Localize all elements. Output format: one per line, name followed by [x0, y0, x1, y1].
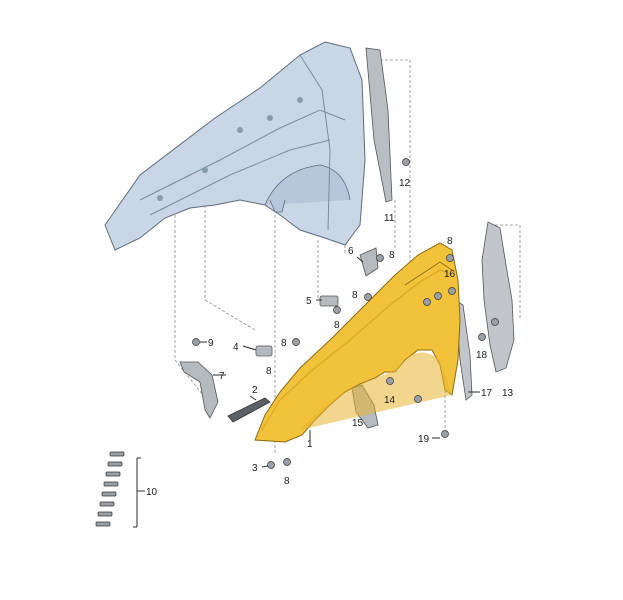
callout-8-a: 8: [281, 338, 287, 349]
fender-part-1: [254, 242, 461, 443]
bracket-part-7: [179, 361, 219, 419]
callout-labels: 1 2 3 4 5 6 7 8 8 8 8 8 8 8 9 10 11 12 1…: [146, 178, 514, 498]
callout-13: 13: [502, 388, 514, 399]
callout-3: 3: [252, 463, 258, 474]
bracket-part-5: [319, 295, 339, 307]
callout-12: 12: [399, 178, 411, 189]
bolts: [192, 158, 499, 469]
callout-17: 17: [481, 388, 493, 399]
bracket-part-6: [359, 247, 379, 277]
bracket-part-4: [255, 345, 273, 357]
clip-set-part-10: [95, 451, 125, 527]
callout-1: 1: [307, 439, 313, 450]
callout-8-g: 8: [284, 476, 290, 487]
callout-19: 19: [418, 434, 430, 445]
body-structure: [104, 41, 366, 251]
liner-part-13: [481, 221, 515, 373]
callout-5: 5: [306, 296, 312, 307]
callout-4: 4: [233, 342, 239, 353]
callout-8-c: 8: [334, 320, 340, 331]
callout-6: 6: [348, 246, 354, 257]
callout-9: 9: [208, 338, 214, 349]
callout-16: 16: [444, 269, 456, 280]
callout-11: 11: [384, 213, 395, 224]
callout-2: 2: [252, 385, 258, 396]
callout-10: 10: [146, 487, 158, 498]
leader-lines: [133, 256, 480, 528]
callout-18: 18: [476, 350, 488, 361]
callout-8-f: 8: [447, 236, 453, 247]
callout-7: 7: [219, 371, 225, 382]
callout-14: 14: [384, 395, 396, 406]
callout-8-e: 8: [389, 250, 395, 261]
callout-15: 15: [352, 418, 364, 429]
callout-8-d: 8: [352, 290, 358, 301]
seal-strip-part-11: [365, 47, 393, 203]
callout-8-b: 8: [266, 366, 272, 377]
bracket-part-2: [227, 397, 271, 423]
